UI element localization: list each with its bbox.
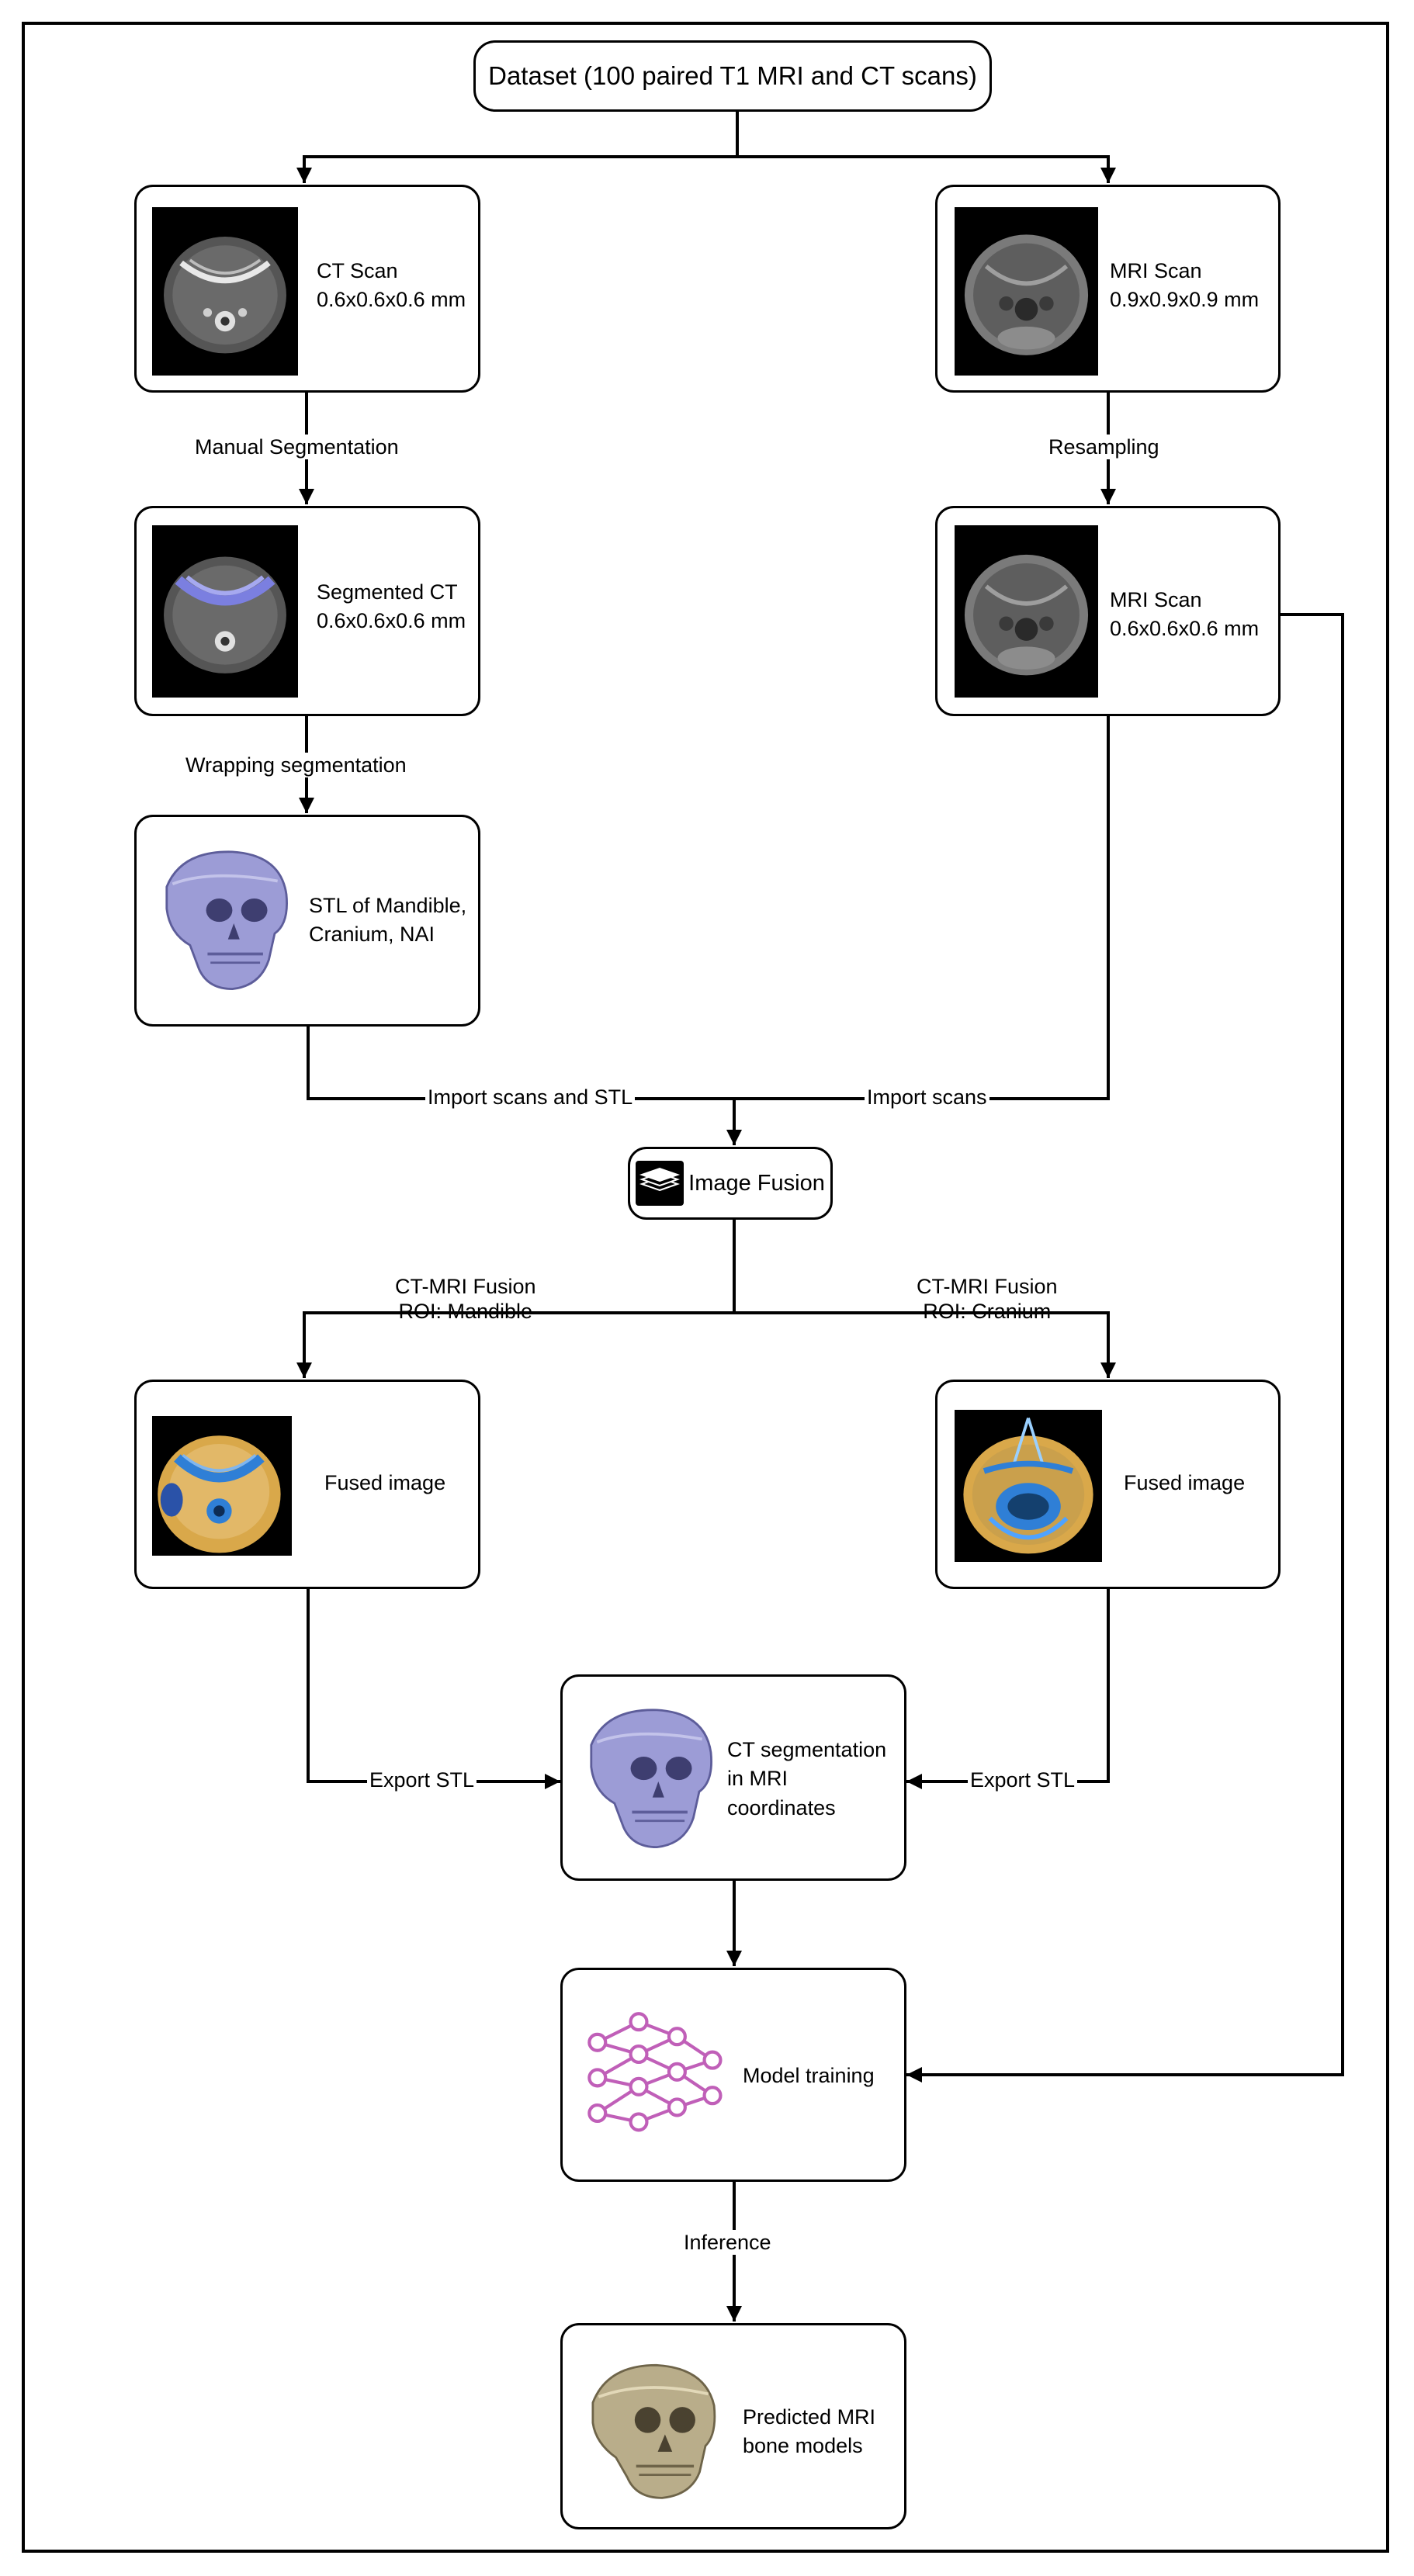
model-training-label: Model training — [743, 2064, 875, 2087]
ct-seg-mri-line1: CT segmentation — [727, 1738, 887, 1761]
mri-resampled-title: MRI Scan — [1110, 588, 1202, 611]
fusion-cranium-line1: CT-MRI Fusion — [917, 1275, 1058, 1298]
ct-seg-mri-line3: coordinates — [727, 1795, 836, 1819]
edge-label-export-stl-right: Export STL — [968, 1768, 1078, 1793]
dataset-title-box: Dataset (100 paired T1 MRI and CT scans) — [473, 40, 992, 112]
stl-line2: Cranium, NAI — [309, 923, 435, 947]
skull-3d-model-icon — [577, 1700, 723, 1863]
edge-label-import-scans-stl: Import scans and STL — [425, 1085, 636, 1110]
stl-line1: STL of Mandible, — [309, 894, 467, 917]
predicted-line2: bone models — [743, 2434, 863, 2458]
ct-axial-slice-icon — [152, 207, 298, 376]
edge-mri-import — [734, 716, 1110, 1100]
edge-label-manual-segmentation: Manual Segmentation — [192, 435, 401, 460]
predicted-line1: Predicted MRI — [743, 2405, 876, 2429]
edge-fused-left-export — [307, 1589, 560, 1789]
segmented-ct-title: Segmented CT — [317, 580, 458, 604]
mri-scan-resolution: 0.9x0.9x0.9 mm — [1110, 288, 1260, 312]
edge-fusion-split — [296, 1220, 736, 1378]
mri-resampled-resolution: 0.6x0.6x0.6 mm — [1110, 617, 1260, 641]
neural-network-icon — [580, 2001, 727, 2152]
fused-slice-icon — [152, 1416, 292, 1556]
model-training-text: Model training — [743, 2062, 875, 2090]
mri-scan-text: MRI Scan 0.9x0.9x0.9 mm — [1110, 257, 1259, 315]
stl-text: STL of Mandible, Cranium, NAI — [309, 892, 466, 950]
edge-label-import-scans: Import scans — [865, 1085, 989, 1110]
mri-resampled-node: MRI Scan 0.6x0.6x0.6 mm — [935, 506, 1281, 716]
edge-dataset-to-mri — [737, 155, 1116, 183]
segmented-ct-text: Segmented CT 0.6x0.6x0.6 mm — [317, 578, 466, 636]
edge-label-wrapping-segmentation: Wrapping segmentation — [183, 753, 409, 778]
fused-left-label: Fused image — [324, 1471, 446, 1494]
mri-axial-slice-icon — [955, 525, 1098, 698]
ct-seg-mri-node: CT segmentation in MRI coordinates — [560, 1674, 906, 1881]
fused-left-node: Fused image — [134, 1380, 480, 1589]
stl-node: STL of Mandible, Cranium, NAI — [134, 815, 480, 1027]
fused-left-text: Fused image — [324, 1469, 445, 1497]
edge-resampled-to-training — [906, 613, 1344, 2083]
ct-seg-mri-line2: in MRI — [727, 1767, 788, 1791]
skull-3d-model-icon — [152, 842, 298, 1005]
segmented-ct-node: Segmented CT 0.6x0.6x0.6 mm — [134, 506, 480, 716]
mri-resampled-text: MRI Scan 0.6x0.6x0.6 mm — [1110, 586, 1259, 644]
fused-right-label: Fused image — [1124, 1471, 1246, 1494]
fusion-mandible-line1: CT-MRI Fusion — [395, 1275, 536, 1298]
figure-frame — [22, 22, 1389, 2553]
mri-scan-node: MRI Scan 0.9x0.9x0.9 mm — [935, 185, 1281, 393]
edge-label-fusion-mandible: CT-MRI Fusion ROI: Mandible — [393, 1274, 539, 1324]
ct-scan-title: CT Scan — [317, 259, 398, 282]
fused-right-text: Fused image — [1124, 1469, 1245, 1497]
image-fusion-label: Image Fusion — [688, 1170, 825, 1196]
stacked-layers-icon — [636, 1161, 684, 1206]
image-fusion-node: Image Fusion — [628, 1147, 833, 1220]
segmented-ct-resolution: 0.6x0.6x0.6 mm — [317, 609, 466, 633]
segmented-ct-slice-icon — [152, 525, 298, 698]
edge-dataset-split — [296, 110, 739, 183]
dataset-title: Dataset (100 paired T1 MRI and CT scans) — [488, 61, 977, 90]
mri-axial-slice-icon — [955, 207, 1098, 376]
edge-fused-right-export — [906, 1589, 1110, 1789]
edge-label-fusion-cranium: CT-MRI Fusion ROI: Cranium — [914, 1274, 1060, 1324]
ct-seg-mri-text: CT segmentation in MRI coordinates — [727, 1736, 886, 1823]
edge-label-export-stl-left: Export STL — [367, 1768, 477, 1793]
edge-label-inference: Inference — [681, 2230, 774, 2256]
fused-right-node: Fused image — [935, 1380, 1281, 1589]
ct-scan-resolution: 0.6x0.6x0.6 mm — [317, 288, 466, 312]
predicted-text: Predicted MRI bone models — [743, 2403, 875, 2461]
fused-slice-icon — [955, 1410, 1102, 1562]
fusion-mandible-line2: ROI: Mandible — [398, 1300, 533, 1324]
edge-label-resampling: Resampling — [1046, 435, 1162, 460]
predicted-node: Predicted MRI bone models — [560, 2323, 906, 2529]
edge-fusion-to-right — [734, 1311, 1116, 1378]
mri-scan-title: MRI Scan — [1110, 259, 1202, 282]
predicted-skull-icon — [581, 2353, 726, 2505]
ct-scan-node: CT Scan 0.6x0.6x0.6 mm — [134, 185, 480, 393]
ct-scan-text: CT Scan 0.6x0.6x0.6 mm — [317, 257, 466, 315]
fusion-cranium-line2: ROI: Cranium — [923, 1300, 1052, 1324]
model-training-node: Model training — [560, 1968, 906, 2182]
